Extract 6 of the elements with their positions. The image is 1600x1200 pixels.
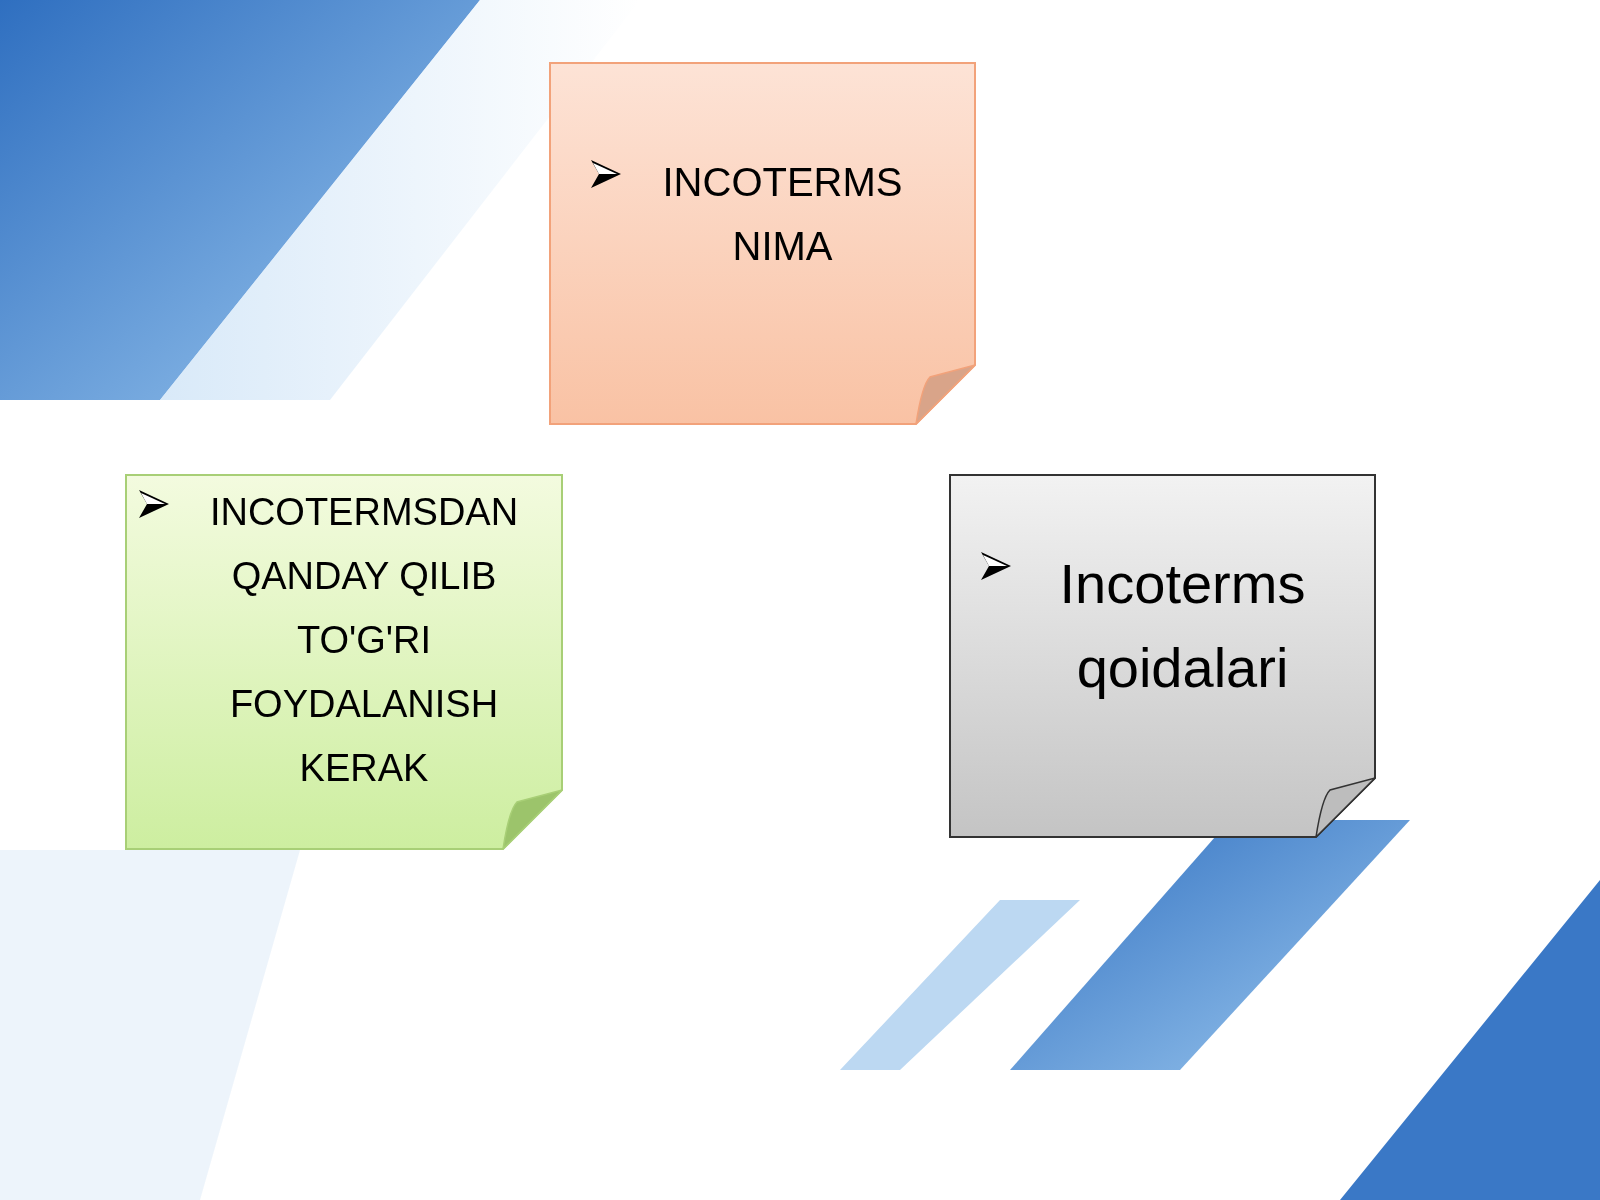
sticky-note [549,62,976,425]
note-text: INCOTERMS NIMA [661,159,904,270]
note-text: Incoterms qoidalari [1058,551,1307,701]
note-text: INCOTERMSDAN QANDAY QILIB TO'G'RI FOYDALANISH KERAK [208,490,520,791]
sticky-note [125,474,563,850]
sticky-note [949,474,1376,838]
